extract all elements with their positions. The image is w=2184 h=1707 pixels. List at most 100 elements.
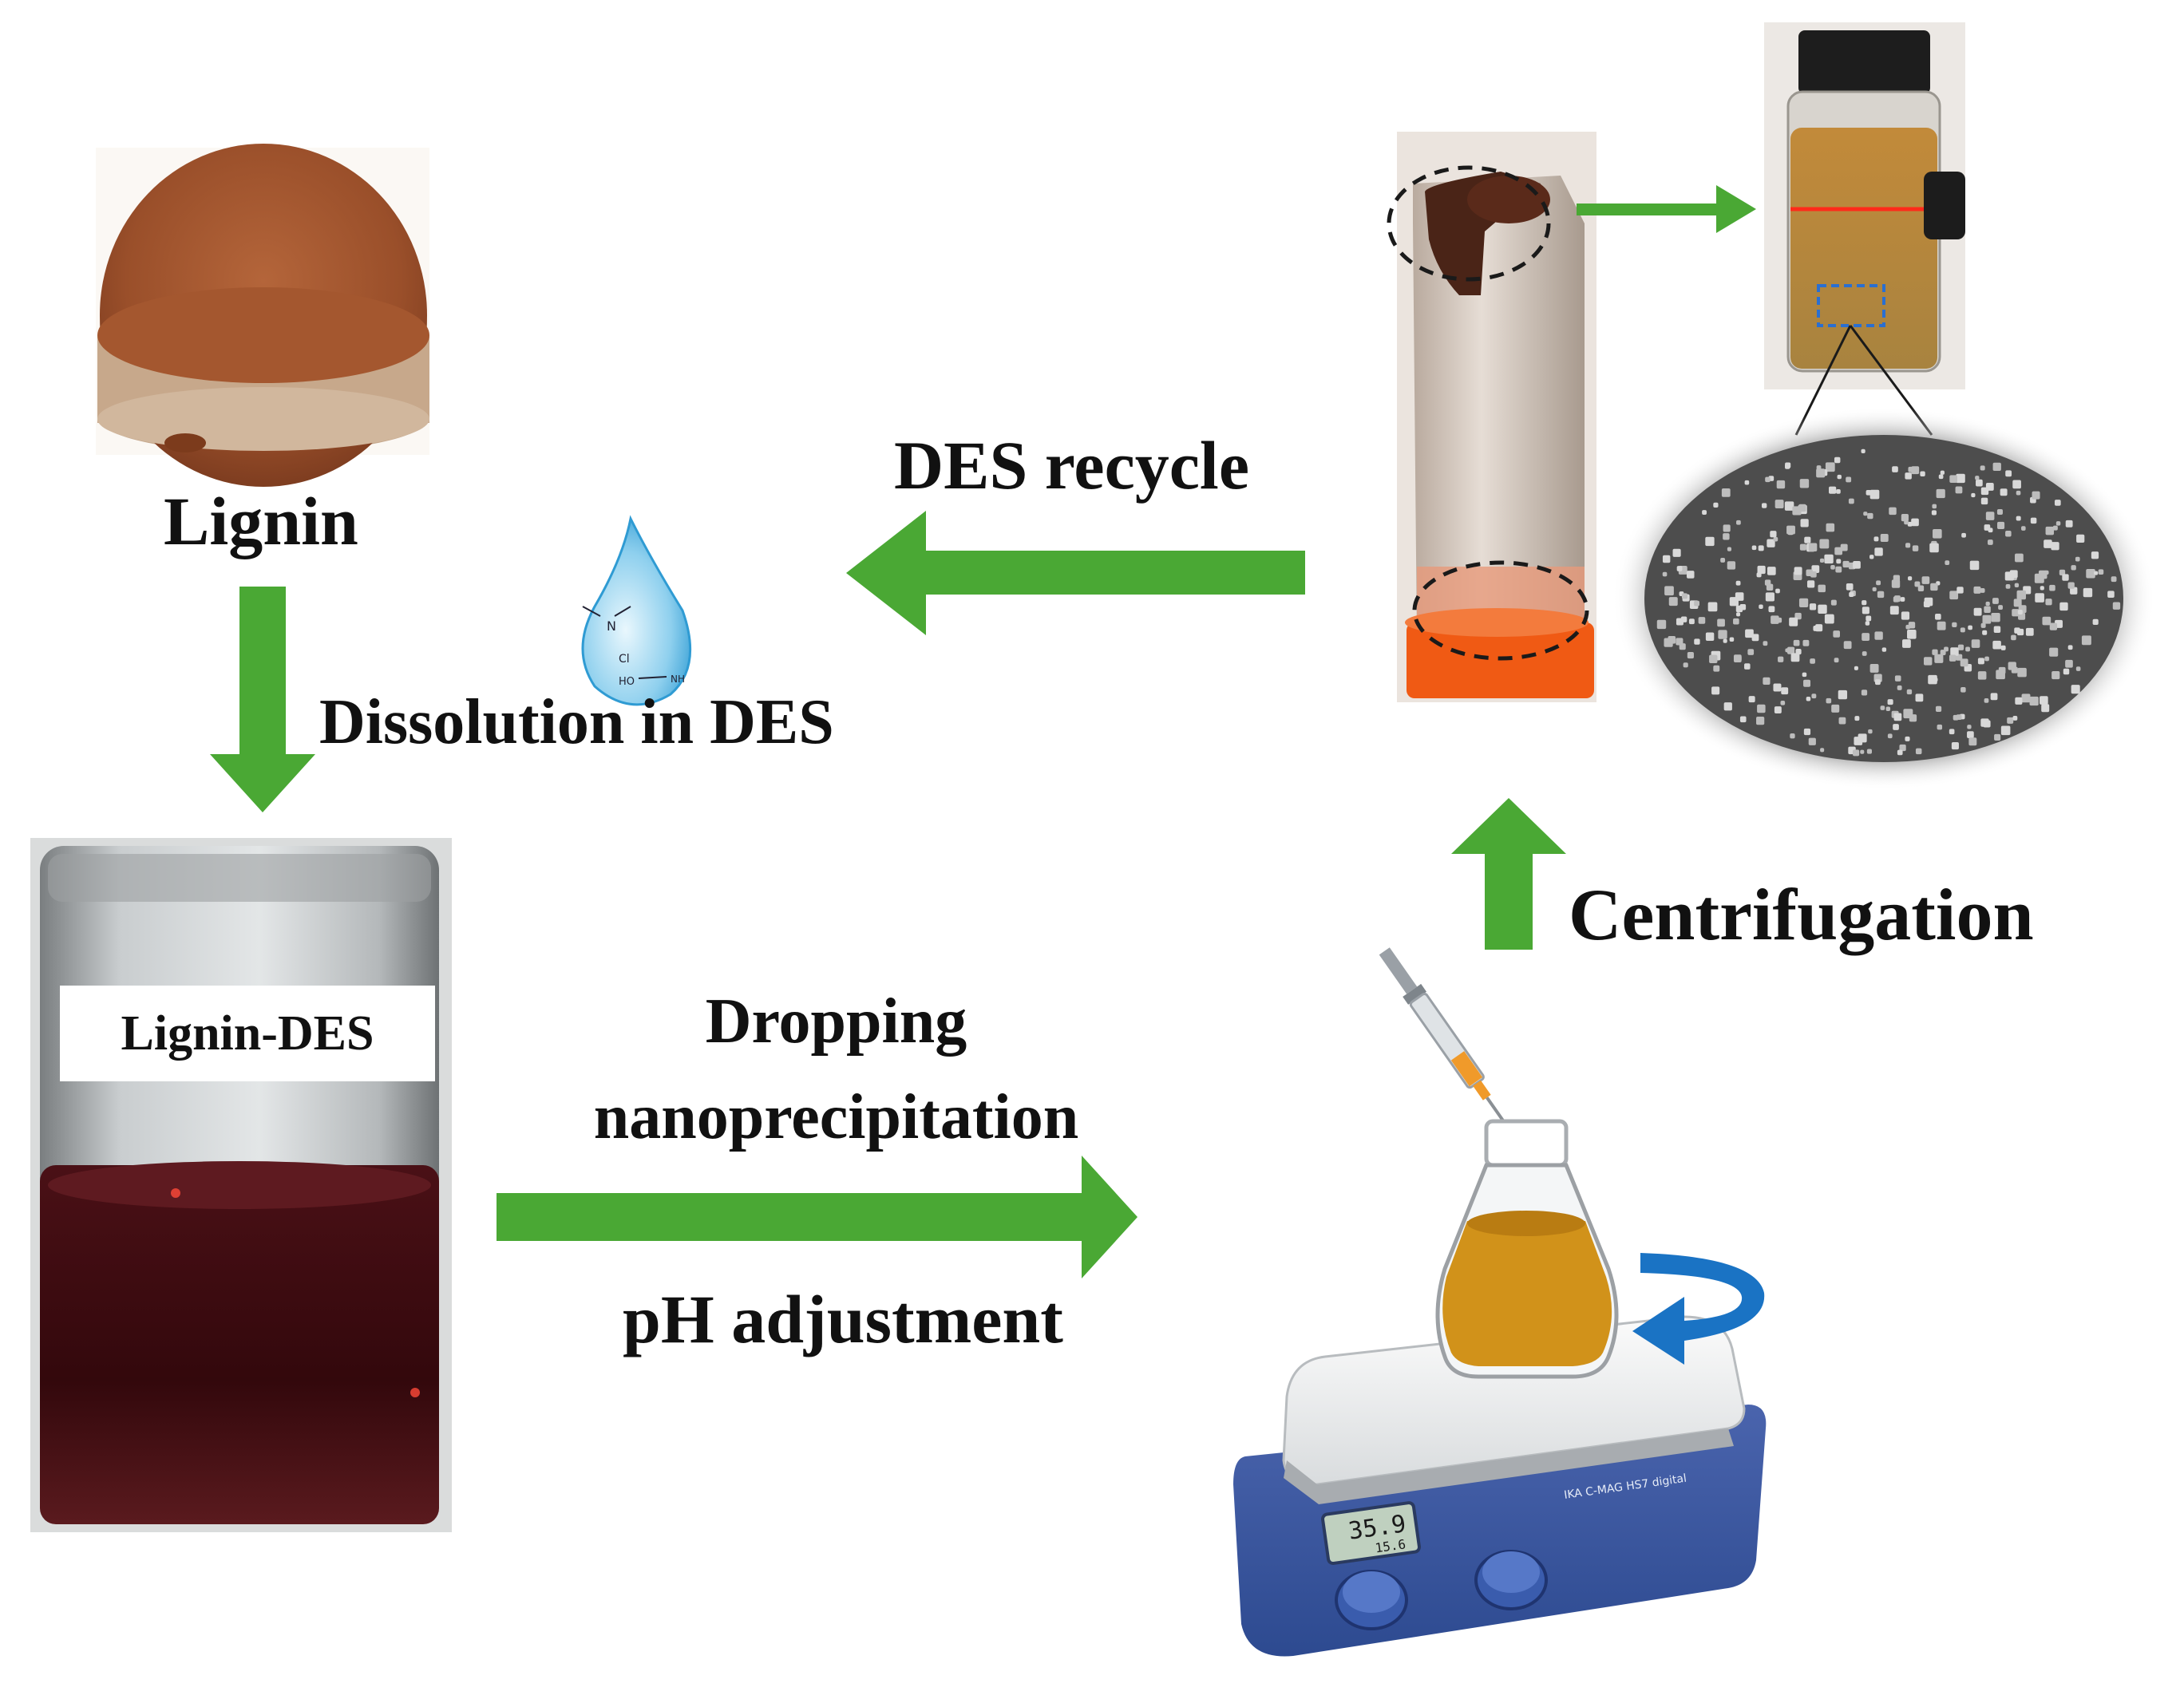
sem-particle	[2040, 586, 2044, 591]
sem-particle	[1951, 741, 1959, 750]
magnetic-stirrer: 35.9 15.6 IKA C-MAG HS7 digital	[1233, 1315, 1767, 1657]
sem-particle	[1944, 646, 1949, 652]
sem-particle	[1982, 614, 1992, 624]
sem-particle	[1811, 693, 1817, 699]
sem-particle	[1877, 591, 1885, 599]
sem-particle	[2017, 609, 2023, 614]
sem-particle	[1767, 539, 1775, 547]
sem-particle	[1826, 697, 1832, 704]
label-nanoprecipitation: nanoprecipitation	[593, 1082, 1079, 1152]
sem-particle	[1803, 679, 1811, 687]
sem-particle	[1694, 600, 1700, 607]
sem-particle	[1869, 489, 1880, 500]
sem-particle	[1825, 462, 1835, 472]
sem-particle	[1928, 674, 1937, 685]
sem-particle	[1744, 663, 1751, 670]
sem-particle	[1668, 597, 1678, 607]
centrifuge-tube-photo	[1387, 132, 1596, 702]
sem-particle	[2070, 587, 2078, 595]
sem-particle	[2071, 565, 2076, 571]
sem-particle	[1862, 633, 1870, 642]
sem-particle	[2049, 647, 2059, 657]
sem-particle	[1735, 592, 1744, 601]
sem-particle	[1794, 567, 1802, 575]
sem-particle	[1957, 644, 1964, 650]
sem-particle	[1757, 565, 1766, 575]
sem-particle	[2083, 587, 2093, 598]
sem-particle	[1967, 725, 1972, 729]
sem-particle	[1937, 724, 1943, 730]
sem-particle	[1902, 639, 1911, 648]
sem-particle	[1776, 617, 1782, 623]
svg-text:N: N	[607, 618, 616, 634]
sem-particle	[1973, 586, 1981, 594]
sem-particle	[1897, 685, 1902, 690]
sem-particle	[2059, 569, 2066, 576]
sem-particle	[1770, 531, 1777, 538]
des-droplet-icon: N Cl HO NH	[581, 515, 692, 706]
sem-particle	[1998, 666, 2006, 674]
sem-particle	[1894, 675, 1901, 682]
sem-particle	[1686, 571, 1695, 579]
sem-particle	[1968, 625, 1972, 630]
sem-particle	[1949, 591, 1959, 600]
dashed-region-top	[1387, 165, 1551, 282]
sem-particle	[1774, 500, 1784, 509]
sem-particle	[1768, 606, 1775, 613]
sem-particle	[1985, 512, 1995, 520]
sem-particle	[1938, 474, 1944, 480]
sem-particle	[2052, 525, 2058, 531]
sem-particle	[1980, 487, 1989, 496]
sem-particle	[1694, 638, 1700, 645]
sem-particle	[1998, 605, 2003, 610]
sem-particle	[1680, 616, 1687, 622]
sem-particle	[1920, 471, 1925, 476]
sem-particle	[2029, 696, 2039, 706]
sem-particle	[1829, 615, 1834, 621]
sem-particle	[1766, 583, 1774, 591]
sem-particle	[1723, 702, 1732, 711]
sem-particle	[1705, 536, 1715, 547]
sem-particle	[1784, 501, 1794, 511]
sem-particle	[1893, 724, 1899, 730]
sem-particle	[1987, 539, 1993, 545]
sem-particle	[1969, 560, 1980, 571]
sem-particle	[1932, 649, 1938, 655]
sem-particle	[1881, 647, 1887, 652]
sem-particle	[1808, 737, 1816, 745]
lignin-powder-photo	[96, 144, 429, 487]
sem-particle	[1849, 591, 1854, 597]
sem-particle	[1664, 586, 1674, 596]
sem-particle	[1787, 646, 1795, 654]
sem-particle	[1818, 604, 1827, 614]
sem-particle	[1809, 603, 1817, 610]
sem-image	[1612, 407, 2155, 790]
sem-particle	[1866, 490, 1872, 496]
sem-particle	[1717, 618, 1725, 627]
sem-particle	[2012, 609, 2020, 617]
sem-particle	[1816, 468, 1826, 478]
sem-particle	[2005, 470, 2012, 477]
sem-particle	[1793, 639, 1800, 646]
sem-particle	[1833, 630, 1840, 638]
sem-particle	[2051, 670, 2060, 680]
sem-particle	[1912, 545, 1919, 551]
sem-particle	[1819, 558, 1825, 563]
sem-particle	[1799, 479, 1810, 488]
sem-particle	[1867, 512, 1873, 520]
sem-particle	[1775, 588, 1780, 594]
sem-particle	[1773, 536, 1778, 542]
sem-particle	[1950, 647, 1959, 656]
sem-particle	[1720, 558, 1726, 563]
sem-particle	[1721, 488, 1731, 497]
sem-particle	[1679, 643, 1686, 650]
sem-particle	[2005, 530, 2012, 537]
sem-particle	[1980, 622, 1986, 628]
sem-particle	[1800, 519, 1809, 528]
sem-particle	[2013, 599, 2022, 607]
sem-particle	[1831, 704, 1840, 713]
sem-particle	[1834, 456, 1841, 464]
sem-particle	[1917, 585, 1925, 591]
sem-particle	[1915, 748, 1922, 755]
